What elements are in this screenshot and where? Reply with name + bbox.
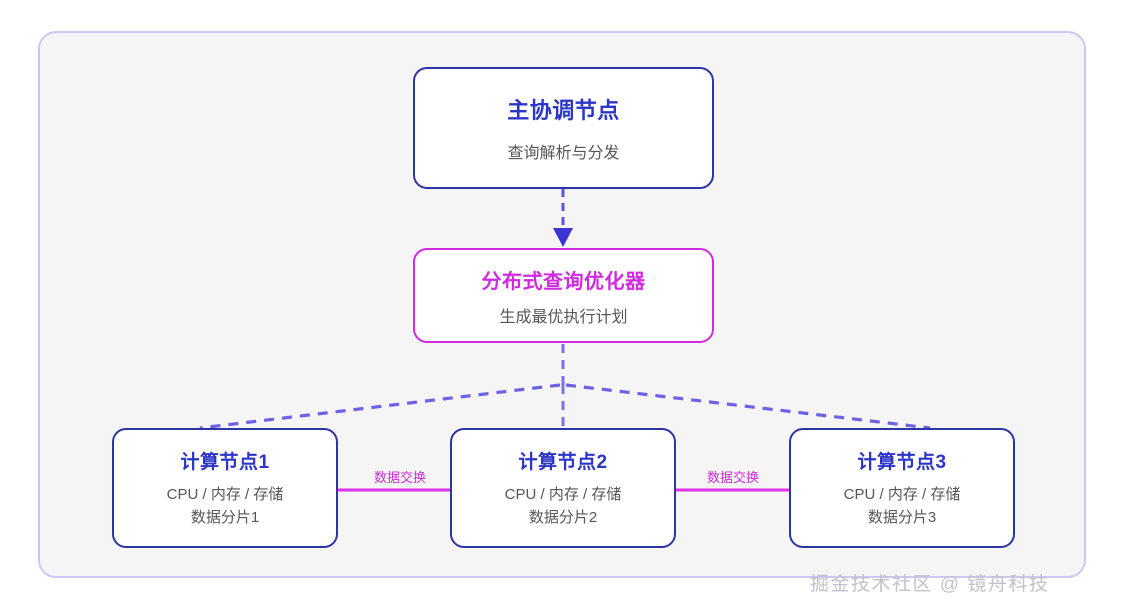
node-optimizer[interactable]: 分布式查询优化器 生成最优执行计划 [413,248,714,343]
node-coordinator-subtitle: 查询解析与分发 [507,145,620,162]
node-compute-3-title: 计算节点3 [857,451,947,473]
node-compute-1-title: 计算节点1 [180,451,270,473]
node-compute-2-shard: 数据分片2 [528,509,598,526]
node-compute-2-resources: CPU / 内存 / 存储 [504,485,622,503]
node-optimizer-subtitle: 生成最优执行计划 [499,308,628,326]
node-compute-1-resources: CPU / 内存 / 存储 [166,485,284,503]
node-coordinator[interactable]: 主协调节点 查询解析与分发 [413,67,714,189]
watermark: 掘金技术社区 @ 镜舟科技 [810,574,1050,595]
edge-label-data-exchange-1: 数据交换 [373,470,426,485]
node-compute-2-title: 计算节点2 [518,451,608,473]
node-compute-2[interactable]: 计算节点2 CPU / 内存 / 存储 数据分片2 [450,428,676,548]
node-optimizer-title: 分布式查询优化器 [481,270,646,293]
edge-label-data-exchange-2: 数据交换 [706,470,759,485]
node-compute-1[interactable]: 计算节点1 CPU / 内存 / 存储 数据分片1 [112,428,338,548]
node-compute-1-shard: 数据分片1 [190,509,260,526]
node-coordinator-title: 主协调节点 [507,98,620,123]
node-compute-3-shard: 数据分片3 [867,509,937,526]
node-compute-3-resources: CPU / 内存 / 存储 [843,485,961,503]
node-compute-3[interactable]: 计算节点3 CPU / 内存 / 存储 数据分片3 [789,428,1015,548]
